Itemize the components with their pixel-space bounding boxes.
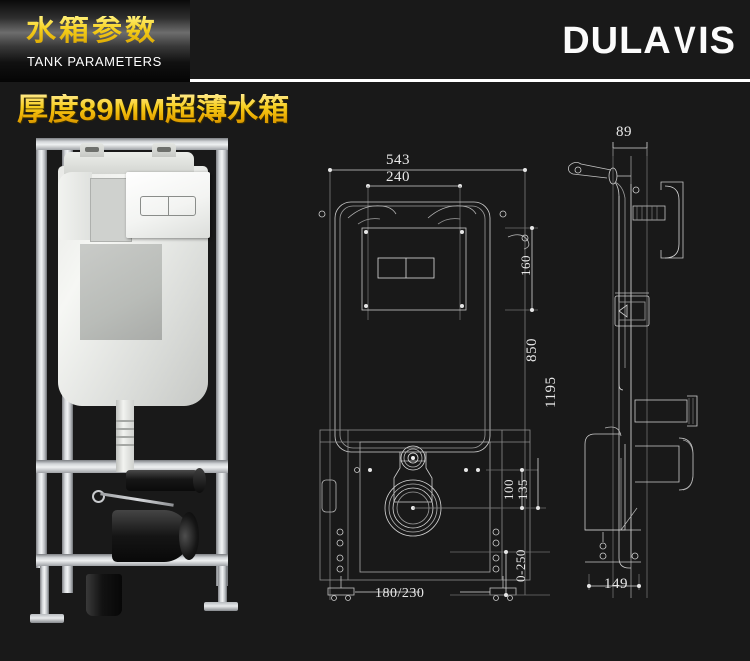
- waste-outlet-pipe: [112, 510, 199, 562]
- flush-inlet-pipe: [126, 468, 206, 493]
- cistern-lug-left: [80, 143, 104, 157]
- badge-title-cn: 水箱参数: [26, 14, 158, 47]
- frame-crossbar-top: [36, 138, 228, 150]
- waste-elbow-cap: [86, 574, 122, 616]
- pipe-rib: [116, 428, 134, 430]
- brand-logo-part-1: DULA: [562, 20, 672, 62]
- dim-outlet-b: 135: [515, 479, 530, 500]
- flush-plate[interactable]: [126, 172, 210, 238]
- dim-bolt-spacing: 180/230: [375, 586, 425, 601]
- pipe-bracket-icon: [92, 490, 105, 503]
- flush-button-large-icon[interactable]: [141, 197, 169, 215]
- lug-slot-icon: [157, 147, 171, 152]
- cistern-body: [58, 143, 210, 406]
- dim-plate-width: 240: [386, 169, 410, 185]
- product-photo: [30, 138, 270, 623]
- frame-leg-right: [218, 566, 227, 606]
- flush-button-small-icon[interactable]: [169, 197, 196, 215]
- header-badge-band: [0, 0, 190, 82]
- front-elevation-drawing: [318, 168, 550, 601]
- badge-title-en: TANK PARAMETERS: [27, 54, 162, 69]
- brand-logo-part-v: V: [673, 20, 697, 62]
- cistern-top-cap: [64, 152, 194, 174]
- dim-plate-height: 160: [518, 255, 533, 276]
- dim-base-depth: 149: [604, 576, 628, 592]
- dim-depth: 89: [616, 124, 632, 140]
- dual-flush-button[interactable]: [140, 196, 196, 216]
- dim-mount-height: 850: [524, 338, 540, 362]
- adjustment-rod: [100, 492, 174, 507]
- pipe-rib: [116, 420, 134, 422]
- page-title: 厚度89MM超薄水箱: [17, 92, 290, 127]
- pipe-rib: [116, 436, 134, 438]
- dim-total-height: 1195: [543, 376, 559, 408]
- cistern-front-panel: [80, 244, 162, 340]
- cistern-side-shell: [58, 172, 92, 240]
- cistern-lug-right: [152, 143, 176, 157]
- lug-slot-icon: [85, 147, 99, 152]
- flush-downpipe: [116, 400, 134, 472]
- frame-post-left: [36, 138, 47, 568]
- cistern-access-opening: [90, 178, 132, 242]
- frame-post-right: [216, 138, 228, 586]
- pipe-rib: [116, 444, 134, 446]
- dim-overall-width: 543: [386, 152, 410, 168]
- brand-logo: DULAVIS: [562, 22, 736, 60]
- brand-logo-part-2: IS: [698, 20, 736, 62]
- header-divider: [190, 79, 750, 82]
- dim-floor-offset: 0-250: [513, 549, 528, 582]
- frame-foot-left: [30, 614, 64, 623]
- side-elevation-drawing: [568, 142, 698, 598]
- frame-foot-right: [204, 602, 238, 611]
- frame-leg-left: [40, 566, 49, 618]
